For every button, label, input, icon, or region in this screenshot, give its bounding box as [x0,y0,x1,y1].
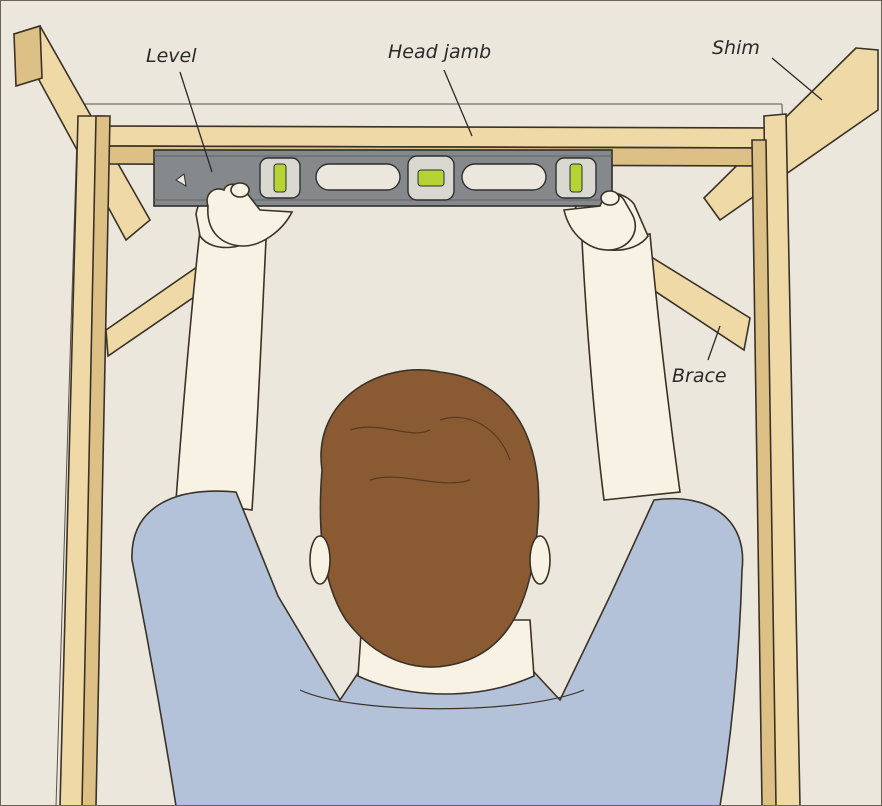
label-head-jamb: Head jamb [388,41,491,63]
leader-shim [772,58,822,100]
level-cutout-right [462,164,546,190]
label-brace: Brace [672,365,727,387]
left-side-jamb [60,116,110,806]
level-vial-right [556,158,596,198]
leader-head-jamb [444,70,472,136]
right-side-jamb [752,114,800,806]
level-vial-center [408,156,454,200]
right-ear [530,536,550,584]
label-shim: Shim [712,37,760,59]
level-cutout-left [316,164,400,190]
label-level: Level [146,45,197,67]
left-ear [310,536,330,584]
level-vial-left [260,158,300,198]
head-hair [320,370,538,667]
